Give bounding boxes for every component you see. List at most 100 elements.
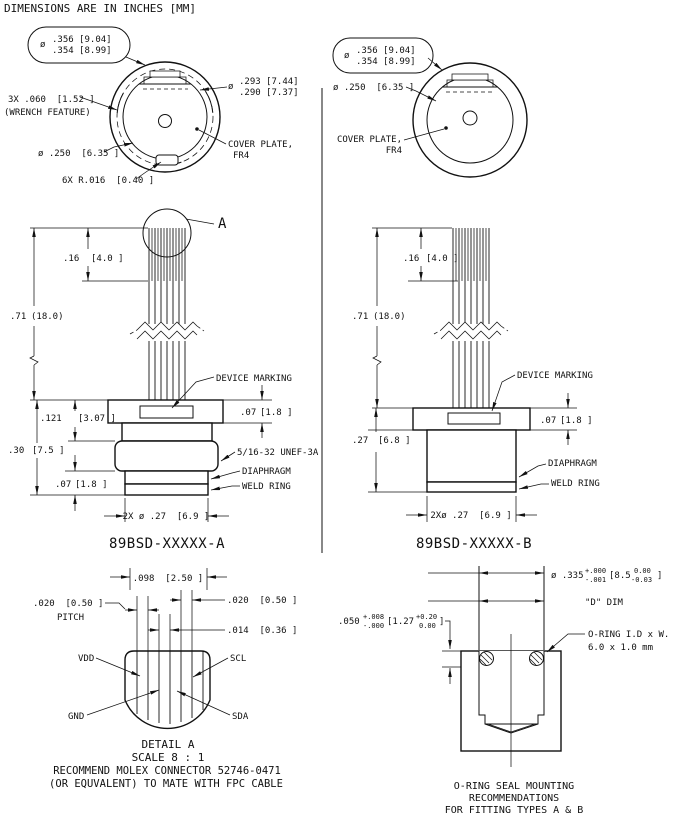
dim-050-bracket: ] xyxy=(439,617,444,627)
dia-335-mm-plus: 0.00 xyxy=(634,567,651,575)
dim-07-a-right-in: .07 xyxy=(240,408,256,418)
device-marking-area-b xyxy=(447,412,501,425)
dia-335-tol-plus: +.000 xyxy=(585,567,606,575)
dim-bottom-b: 2Xø .27 [6.9 ] xyxy=(430,511,511,521)
dim-050-main: .050 xyxy=(338,617,360,627)
dim-bottom-a: 2X ø .27 [6.9 ] xyxy=(123,512,210,522)
dim-16-b-in: .16 xyxy=(403,254,419,264)
body-b xyxy=(412,407,531,493)
dim-050-mm: [1.27 xyxy=(387,617,414,627)
dia-335-mm: [8.5 xyxy=(609,571,631,581)
balloon-line1-b: .356 [9.04] xyxy=(356,46,416,56)
thread-spec-label: 5/16-32 UNEF-3A xyxy=(237,448,319,458)
cover-plate-label-b1: COVER PLATE, xyxy=(337,135,402,145)
oring-section: ø .335 +.000 -.001 [8.5 0.00 -0.03 ] "D"… xyxy=(338,566,669,816)
dim-050-tol-plus: +.008 xyxy=(363,613,384,621)
dia-335-mm-minus: -0.03 xyxy=(631,576,652,584)
body-a xyxy=(107,399,224,496)
dim-098: .098 [2.50 ] xyxy=(133,574,203,584)
dim-050-mm-plus: +0.20 xyxy=(416,613,437,621)
detail-a-callout: A xyxy=(142,208,227,258)
dim-07-a-right-mm: [1.8 ] xyxy=(260,408,293,418)
oring-caption-1: O-RING SEAL MOUNTING xyxy=(454,781,574,792)
dim-050-tol-minus: -.000 xyxy=(363,622,384,630)
radius-dim: 6X R.016 [0.40 ] xyxy=(62,176,154,186)
cover-plate-label-a2: FR4 xyxy=(233,151,249,161)
dim-71-b-mm: (18.0) xyxy=(373,312,406,322)
dim-050-mm-minus: 0.00 xyxy=(419,622,436,630)
fpc-cable-b xyxy=(433,228,509,408)
pitch-label: PITCH xyxy=(57,613,84,623)
connector-note-2: (OR EQUVALENT) TO MATE WITH FPC CABLE xyxy=(49,778,283,790)
dim-121-mm: [3.07 ] xyxy=(78,414,116,424)
d-dim-label: "D" DIM xyxy=(585,598,624,608)
device-marking-area-a xyxy=(139,405,194,419)
oring-size-label-2: 6.0 x 1.0 mm xyxy=(588,643,653,653)
dim-71-a-mm: (18.0) xyxy=(31,312,64,322)
oring-caption-3: FOR FITTING TYPES A & B xyxy=(445,805,583,816)
oring-size-label-1: O-RING I.D x W. xyxy=(588,630,669,640)
dim-16-b-mm: [4.0 ] xyxy=(426,254,459,264)
dim-71-a-in: .71 xyxy=(10,312,26,322)
callouts-front-view-a: ø .356 [9.04] .354 [8.99] ø .293 [7.44] … xyxy=(4,26,299,186)
cover-plate-label-b2: FR4 xyxy=(386,146,402,156)
dia-293-symbol: ø xyxy=(228,82,234,92)
dia-335-tol-minus: -.001 xyxy=(585,576,606,584)
callouts-front-view-b: ø .356 [9.04] .354 [8.99] ø .250 [6.35 ]… xyxy=(332,37,448,156)
dia-250-b: ø .250 [6.35 ] xyxy=(333,83,414,93)
dim-07-a-left-in: .07 xyxy=(55,480,71,490)
dims-b: .16 [4.0 ] .71 (18.0) .27 [6.8 ] .07 [1.… xyxy=(352,227,593,522)
dim-pitch: .020 [0.50 ] xyxy=(33,599,103,609)
balloon-line1: .356 [9.04] xyxy=(52,35,112,45)
dim-020: .020 [0.50 ] xyxy=(227,596,297,606)
dia-335-bracket: ] xyxy=(657,571,662,581)
dim-30-mm: [7.5 ] xyxy=(32,446,65,456)
dims-a: .16 [4.0 ] .71 (18.0) .121 [3.07 ] .30 [… xyxy=(8,227,293,522)
dim-121-in: .121 xyxy=(40,414,62,424)
diameter-balloon-b xyxy=(332,37,434,74)
oring-left xyxy=(479,651,494,666)
wrench-label: (WRENCH FEATURE) xyxy=(4,108,91,118)
oring-caption-2: RECOMMENDATIONS xyxy=(469,793,559,804)
diaphragm-label-b: DIAPHRAGM xyxy=(548,459,597,469)
dim-07-b-in: .07 xyxy=(540,416,556,426)
pin-label-vdd: VDD xyxy=(78,654,94,664)
oring-right xyxy=(529,651,544,666)
fpc-cable-a xyxy=(129,228,205,400)
wrench-dim: 3X .060 [1.52 ] xyxy=(8,95,95,105)
dim-16-a-in: .16 xyxy=(63,254,79,264)
dim-07-a-left-mm: [1.8 ] xyxy=(75,480,108,490)
diameter-balloon-a xyxy=(27,26,131,64)
dim-71-b-in: .71 xyxy=(352,312,368,322)
dia-250-a: ø .250 [6.35 ] xyxy=(38,149,119,159)
dim-014: .014 [0.36 ] xyxy=(227,626,297,636)
dia-293-line2: .290 [7.37] xyxy=(239,88,299,98)
front-view-a xyxy=(109,61,221,173)
labels-a: DEVICE MARKING 5/16-32 UNEF-3A DIAPHRAGM… xyxy=(171,374,319,492)
balloon-line2: .354 [8.99] xyxy=(52,46,112,56)
detail-a-letter: A xyxy=(218,216,227,232)
balloon-line2-b: .354 [8.99] xyxy=(356,57,416,67)
balloon-dia-symbol: ø xyxy=(40,40,46,50)
side-view-b: .16 [4.0 ] .71 (18.0) .27 [6.8 ] .07 [1.… xyxy=(352,227,600,552)
device-marking-label-a: DEVICE MARKING xyxy=(216,374,292,384)
dia-293-line1: .293 [7.44] xyxy=(239,77,299,87)
dim-27-in: .27 xyxy=(352,436,368,446)
part-number-b: 89BSD-XXXXX-B xyxy=(416,536,532,552)
cover-plate-label-a1: COVER PLATE, xyxy=(228,140,293,150)
balloon-dia-symbol-b: ø xyxy=(344,51,350,61)
side-view-a: A .16 [4.0 ] .71 (18.0) xyxy=(8,208,319,552)
pin-label-gnd: GND xyxy=(68,712,84,722)
dim-30-in: .30 xyxy=(8,446,24,456)
weld-ring-label-b: WELD RING xyxy=(551,479,600,489)
fpc-end-outline xyxy=(124,650,211,730)
detail-a-scale: SCALE 8 : 1 xyxy=(132,751,205,764)
pin-label-sda: SDA xyxy=(232,712,249,722)
front-view-b xyxy=(412,62,528,178)
weld-ring-label-a: WELD RING xyxy=(242,482,291,492)
units-note: DIMENSIONS ARE IN INCHES [MM] xyxy=(4,2,196,15)
pin-label-scl: SCL xyxy=(230,654,246,664)
